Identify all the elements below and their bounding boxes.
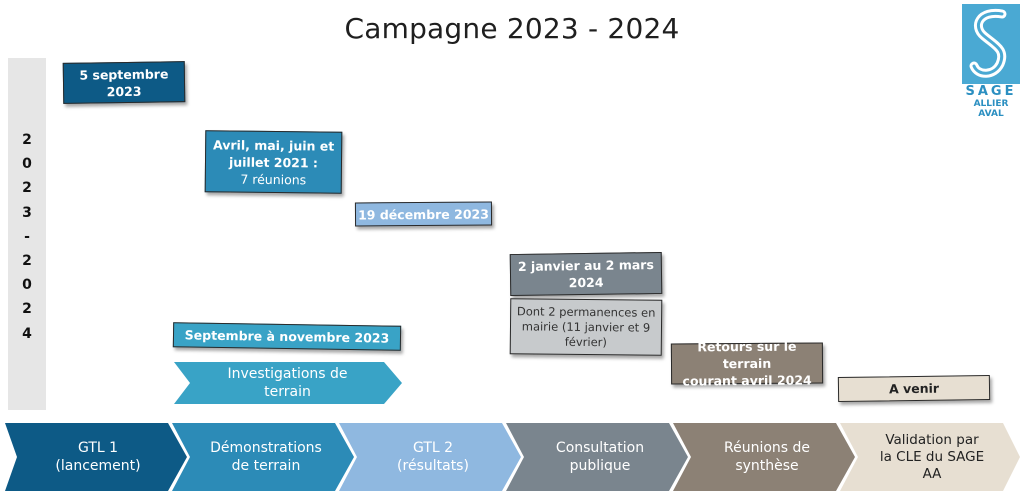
year-sidebar: 2 0 2 3 - 2 0 2 4 [8, 58, 46, 410]
year-char: - [24, 228, 30, 245]
phase-label-6: Validation par la CLE du SAGE AA [856, 423, 1008, 491]
logo-text-region: ALLIER AVAL [973, 99, 1009, 119]
arrow-line: Investigations de [227, 366, 348, 382]
phase-line: Réunions de [723, 440, 811, 456]
phase-label-5: Réunions de synthèse [689, 423, 845, 491]
year-label: 2 0 2 3 - 2 0 2 4 [8, 128, 46, 346]
year-char: 0 [22, 156, 32, 173]
year-char: 2 [22, 252, 32, 269]
phase-line: (lancement) [55, 458, 141, 474]
phase-label-1: GTL 1 (lancement) [18, 423, 178, 491]
phase-line: Démonstrations [210, 440, 322, 456]
year-char: 0 [22, 277, 32, 294]
phase-line: la CLE du SAGE [879, 448, 985, 465]
year-char: 2 [22, 301, 32, 318]
phase-label-4: Consultation publique [522, 423, 678, 491]
year-char: 4 [22, 325, 32, 342]
phase-chevron-2 [172, 423, 354, 491]
river-s-icon [962, 4, 1020, 84]
phase-chevron-1 [5, 423, 187, 491]
phase-label-3: GTL 2 (résultats) [355, 423, 511, 491]
phase-line: (résultats) [397, 458, 469, 474]
phase-line: GTL 2 [412, 440, 454, 456]
field-investigations-label: Investigations de terrain [190, 362, 385, 404]
phase-line: GTL 1 [77, 440, 119, 456]
phase-line: publique [569, 458, 631, 474]
phase-chevron-6 [840, 423, 1020, 491]
phase-line: AA [922, 465, 942, 482]
year-char: 2 [22, 132, 32, 148]
phase-line: synthèse [735, 458, 799, 474]
phase-chevron-3 [339, 423, 521, 491]
phase-line: Consultation [555, 440, 645, 456]
logo-text-sage: SAGE [965, 84, 1017, 99]
phase-chevron-4 [506, 423, 688, 491]
year-char: 3 [22, 204, 32, 221]
phase-chevron-5 [673, 423, 855, 491]
phase-label-2: Démonstrations de terrain [188, 423, 344, 491]
phase-line: Validation par [885, 431, 979, 448]
sage-logo: SAGE ALLIER AVAL [960, 4, 1022, 119]
arrow-line: terrain [264, 384, 311, 400]
diagram-title: Campagne 2023 - 2024 [344, 12, 680, 45]
phase-line: de terrain [231, 458, 301, 474]
year-char: 2 [22, 180, 32, 197]
